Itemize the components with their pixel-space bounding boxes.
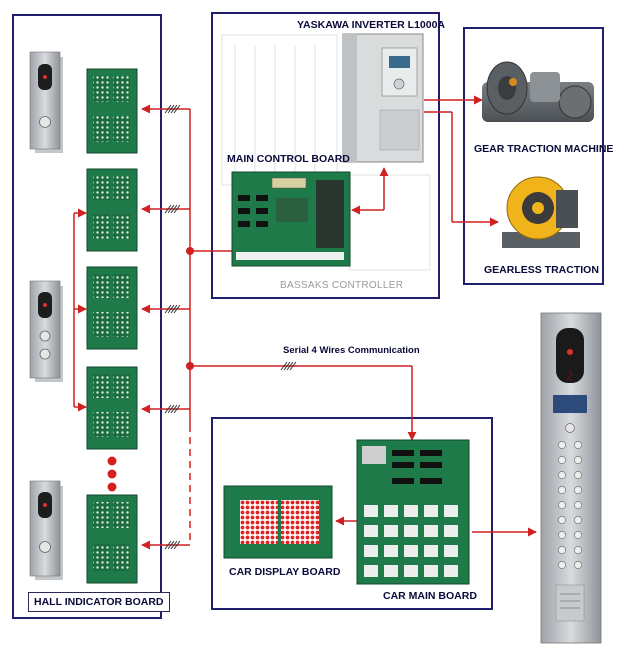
hall-frame <box>12 14 162 619</box>
call-link-wires <box>73 208 87 412</box>
traction-frame <box>463 27 604 285</box>
car-frame <box>211 417 493 610</box>
gearless-traction-label: GEARLESS TRACTION <box>484 264 599 276</box>
inverter-icon <box>342 33 424 163</box>
pcb-board-icon <box>86 168 138 252</box>
gearless-traction-icon <box>502 176 580 248</box>
car-main-board-icon <box>356 439 470 585</box>
cop-panel-icon: 2 <box>540 312 602 644</box>
serial-communication-label: Serial 4 Wires Communication <box>283 345 420 356</box>
call-panel-icon <box>29 51 63 153</box>
main-control-board-icon <box>231 171 351 267</box>
wire-slash-marks <box>164 104 297 550</box>
continuation-dot <box>107 469 117 479</box>
pcb-board-icon <box>86 366 138 450</box>
controller-wires <box>351 95 499 227</box>
pcb-board-icon <box>86 266 138 350</box>
car-display-board-icon <box>223 485 333 559</box>
continuation-dot <box>107 482 117 492</box>
pcb-board-icon <box>86 68 138 154</box>
hall-indicator-board-label: HALL INDICATOR BOARD <box>28 592 170 612</box>
junction-dot <box>186 362 194 370</box>
gear-traction-machine-icon <box>482 61 594 122</box>
car-main-board-label: CAR MAIN BOARD <box>383 590 477 602</box>
car-display-board-label: CAR DISPLAY BOARD <box>229 566 341 578</box>
pcb-board-icon <box>86 494 138 584</box>
call-panel-icon <box>29 480 63 580</box>
junction-dot <box>186 247 194 255</box>
controller-frame <box>211 12 440 299</box>
svg-text:2: 2 <box>566 369 573 383</box>
main-control-board-label: MAIN CONTROL BOARD <box>227 153 350 165</box>
bus-wires <box>141 104 417 550</box>
inverter-label: YASKAWA INVERTER L1000A <box>297 19 446 31</box>
continuation-dot <box>107 456 117 466</box>
call-panel-icon <box>29 280 63 382</box>
controller-label: BASSAKS CONTROLLER <box>280 280 404 291</box>
gear-traction-label: GEAR TRACTION MACHINE <box>474 143 614 155</box>
